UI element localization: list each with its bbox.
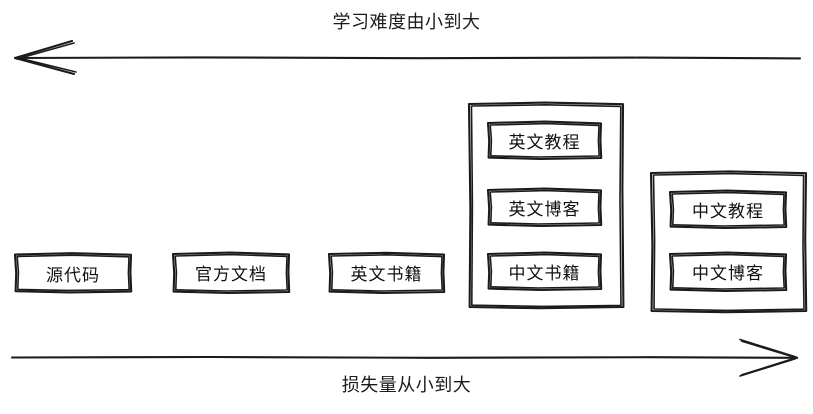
node-english-books[interactable]: 英文书籍	[329, 253, 444, 292]
node-official-docs[interactable]: 官方文档	[173, 253, 289, 292]
node-label-english-tutorial: 英文教程	[508, 132, 581, 152]
node-chinese-blog[interactable]: 中文博客	[670, 253, 786, 290]
node-label-chinese-tutorial: 中文教程	[692, 201, 764, 221]
node-source-code[interactable]: 源代码	[15, 254, 131, 292]
node-chinese-tutorial[interactable]: 中文教程	[670, 191, 786, 227]
arrow-left-icon	[13, 39, 802, 76]
node-english-tutorial[interactable]: 英文教程	[488, 122, 601, 158]
node-label-chinese-blog: 中文博客	[692, 264, 764, 283]
node-label-english-blog: 英文博客	[508, 199, 581, 219]
top-axis-label: 学习难度由小到大	[332, 12, 481, 32]
node-label-source-code: 源代码	[46, 265, 100, 285]
node-label-chinese-books: 中文书籍	[508, 263, 581, 283]
node-chinese-books[interactable]: 中文书籍	[488, 253, 601, 289]
node-english-blog[interactable]: 英文博客	[488, 189, 601, 225]
node-label-english-books: 英文书籍	[350, 265, 423, 284]
node-label-official-docs: 官方文档	[195, 265, 267, 284]
bottom-axis-label: 损失量从小到大	[341, 375, 472, 395]
